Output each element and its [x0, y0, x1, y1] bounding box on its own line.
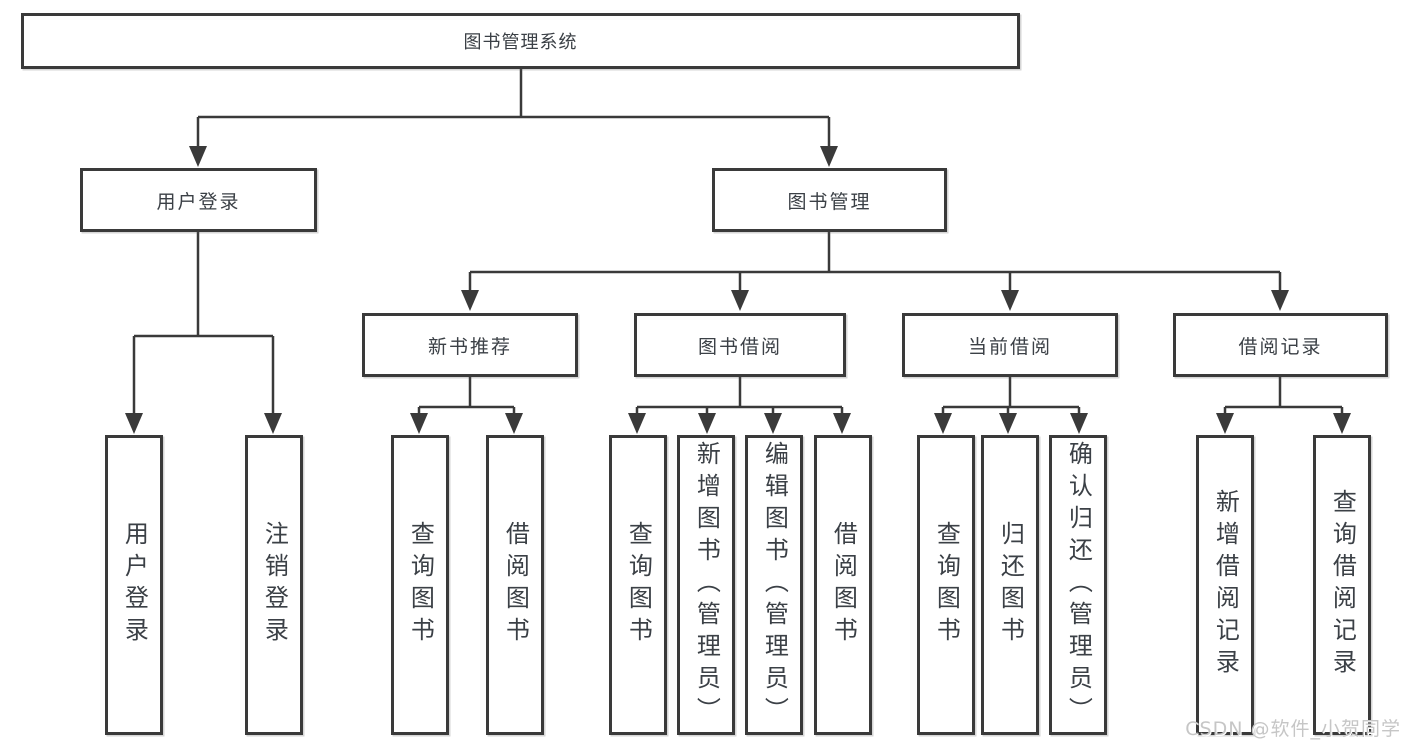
node-current-borrowing: 当前借阅 — [902, 313, 1118, 377]
node-label: 查询借阅记录 — [1328, 489, 1357, 681]
node-label: 借阅图书 — [829, 521, 858, 649]
node-label: 查询图书 — [932, 521, 961, 649]
leaf-logout: 注销登录 — [245, 435, 303, 735]
leaf-add-borrow-record: 新增借阅记录 — [1196, 435, 1254, 735]
node-new-book-recommendation: 新书推荐 — [362, 313, 578, 377]
leaf-borrow-books-recommend: 借阅图书 — [486, 435, 544, 735]
node-label: 注销登录 — [260, 521, 289, 649]
leaf-query-borrow-record: 查询借阅记录 — [1313, 435, 1371, 735]
node-user-login: 用户登录 — [80, 168, 317, 232]
node-label: 确认归还（管理员） — [1064, 441, 1093, 729]
node-label: 编辑图书（管理员） — [760, 441, 789, 729]
node-label: 图书管理 — [787, 190, 872, 213]
node-label: 新增借阅记录 — [1211, 489, 1240, 681]
node-label: 用户登录 — [120, 521, 149, 649]
node-label: 新增图书（管理员） — [692, 441, 721, 729]
node-label: 借阅记录 — [1238, 335, 1323, 358]
node-label: 查询图书 — [624, 521, 653, 649]
node-book-management: 图书管理 — [712, 168, 947, 232]
node-label: 图书借阅 — [697, 335, 782, 358]
node-label: 当前借阅 — [967, 335, 1052, 358]
node-label: 用户登录 — [156, 190, 241, 213]
leaf-query-books-current: 查询图书 — [917, 435, 975, 735]
node-book-borrowing: 图书借阅 — [634, 313, 846, 377]
leaf-add-book-admin: 新增图书（管理员） — [677, 435, 735, 735]
leaf-edit-book-admin: 编辑图书（管理员） — [745, 435, 803, 735]
csdn-watermark: CSDN @软件_小贺同学 — [1185, 718, 1401, 740]
leaf-user-login: 用户登录 — [105, 435, 163, 735]
node-label: 新书推荐 — [427, 335, 512, 358]
node-label: 查询图书 — [406, 521, 435, 649]
node-book-management-system: 图书管理系统 — [21, 13, 1020, 69]
node-label: 借阅图书 — [501, 521, 530, 649]
node-borrowing-records: 借阅记录 — [1173, 313, 1388, 377]
node-label: 图书管理系统 — [463, 32, 578, 53]
leaf-query-books-borrowing: 查询图书 — [609, 435, 667, 735]
arrowheads — [125, 146, 1351, 434]
leaf-confirm-return-admin: 确认归还（管理员） — [1049, 435, 1107, 735]
node-label: 归还图书 — [996, 521, 1025, 649]
leaf-borrow-books-borrowing: 借阅图书 — [814, 435, 872, 735]
leaf-query-books-recommend: 查询图书 — [391, 435, 449, 735]
leaf-return-book: 归还图书 — [981, 435, 1039, 735]
